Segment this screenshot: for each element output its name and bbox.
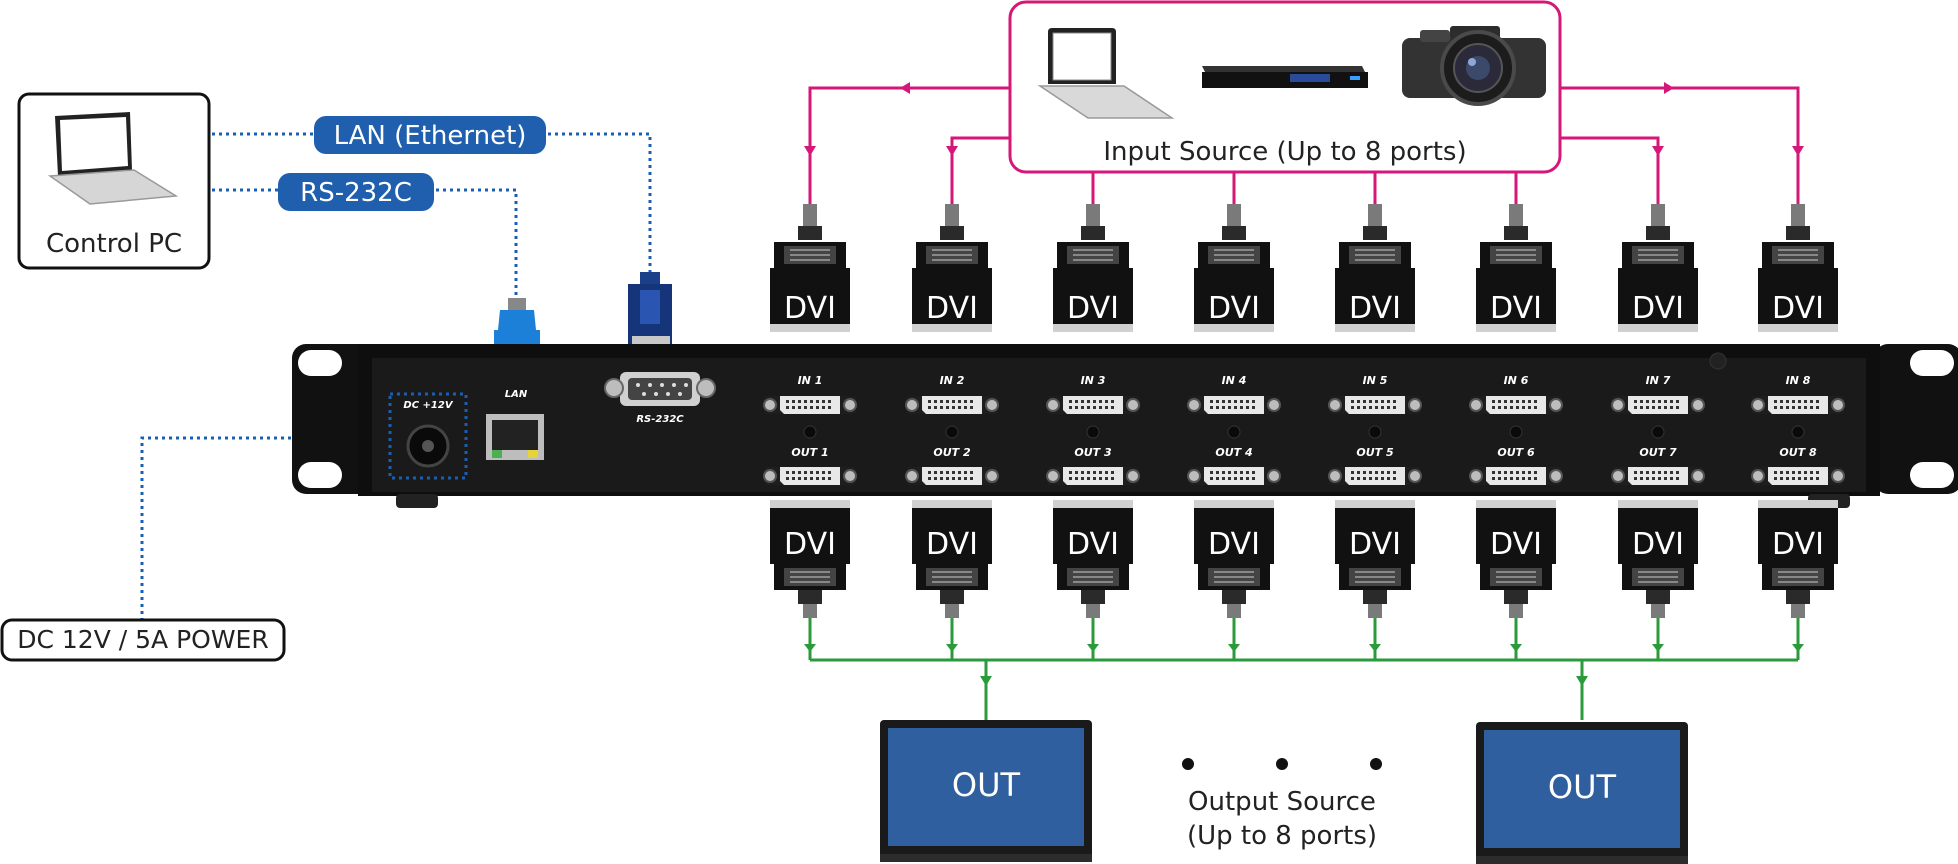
- input-dvi-connectors: DVI DVI DVI DVI DVI DVI DVI DVI: [769, 203, 1839, 333]
- out-port-label: OUT 2: [933, 446, 971, 459]
- svg-text:LAN (Ethernet): LAN (Ethernet): [334, 121, 527, 151]
- dvi-out-port: OUT 3: [1046, 446, 1140, 486]
- in-port-label: IN 3: [1081, 374, 1106, 387]
- in-port-label: IN 4: [1222, 374, 1247, 387]
- dvi-connector-label: DVI: [1632, 291, 1684, 326]
- out-port-label: OUT 7: [1639, 446, 1677, 459]
- out-port-label: OUT 1: [791, 446, 828, 459]
- dvi-input-connector: DVI: [1193, 203, 1275, 333]
- dvi-input-connector: DVI: [911, 203, 993, 333]
- control-pc-label: Control PC: [46, 229, 182, 259]
- dvi-connector-label: DVI: [784, 527, 836, 562]
- svg-text:RS-232C: RS-232C: [300, 178, 412, 208]
- laptop-icon: [1037, 28, 1175, 119]
- input-source-box: Input Source (Up to 8 ports): [1008, 0, 1562, 174]
- control-pc: Control PC: [17, 92, 211, 270]
- dvi-connector-label: DVI: [1772, 291, 1824, 326]
- dc-port-label: DC +12V: [403, 400, 453, 411]
- in-port-label: IN 7: [1646, 374, 1671, 387]
- lan-link-label: LAN (Ethernet): [314, 116, 546, 154]
- dvi-out-port: OUT 7: [1611, 446, 1705, 486]
- output-monitor-2: OUT: [1476, 722, 1688, 864]
- dvi-connector-label: DVI: [1067, 291, 1119, 326]
- rs232-plug-icon: [628, 272, 672, 346]
- dvi-connector-label: DVI: [926, 291, 978, 326]
- dvi-in-port: IN 4: [1187, 374, 1281, 439]
- dvi-connector-label: DVI: [784, 291, 836, 326]
- output-connection-lines: [804, 618, 1804, 720]
- dvi-input-connector: DVI: [769, 203, 851, 333]
- dvi-out-port: OUT 2: [905, 446, 999, 486]
- ellipsis-dots: [1182, 758, 1382, 770]
- dvi-out-port: OUT 8: [1751, 446, 1845, 486]
- dvi-input-connector: DVI: [1757, 203, 1839, 333]
- dvi-input-connector: DVI: [1052, 203, 1134, 333]
- output-dvi-connectors: DVI DVI DVI DVI DVI DVI DVI DVI: [769, 499, 1839, 619]
- dvi-connector-label: DVI: [926, 527, 978, 562]
- dvi-out-port: OUT 6: [1469, 446, 1563, 486]
- dvi-output-connector: DVI: [1757, 499, 1839, 619]
- dvi-output-connector: DVI: [1617, 499, 1699, 619]
- laptop-icon: [47, 112, 179, 205]
- dvi-output-connector: DVI: [1334, 499, 1416, 619]
- dvi-connector-label: DVI: [1632, 527, 1684, 562]
- dvi-in-port: IN 7: [1611, 374, 1705, 439]
- out-port-label: OUT 8: [1779, 446, 1817, 459]
- in-port-label: IN 1: [798, 374, 823, 387]
- dvi-connector-label: DVI: [1208, 291, 1260, 326]
- matrix-switcher-device: DC +12V LAN RS-232C IN 1 OUT 1 IN 2 OUT 2 IN…: [292, 344, 1958, 508]
- dvi-connector-label: DVI: [1490, 291, 1542, 326]
- camera-icon: [1402, 26, 1546, 106]
- dvi-out-port: OUT 1: [763, 446, 857, 486]
- media-player-icon: [1202, 66, 1368, 88]
- lan-port-label: LAN: [505, 389, 528, 400]
- in-port-label: IN 6: [1504, 374, 1529, 387]
- output-monitor-1: OUT: [880, 720, 1092, 862]
- dvi-input-connector: DVI: [1475, 203, 1557, 333]
- output-caption-line1: Output Source: [1188, 787, 1376, 817]
- dvi-out-port: OUT 4: [1187, 446, 1281, 486]
- dvi-output-connector: DVI: [1052, 499, 1134, 619]
- dvi-in-port: IN 1: [763, 374, 857, 439]
- dvi-output-connector: DVI: [1475, 499, 1557, 619]
- dvi-connector-label: DVI: [1208, 527, 1260, 562]
- dvi-connector-label: DVI: [1772, 527, 1824, 562]
- in-port-label: IN 8: [1786, 374, 1811, 387]
- dvi-in-port: IN 8: [1751, 374, 1845, 439]
- dvi-output-connector: DVI: [911, 499, 993, 619]
- dvi-connector-label: DVI: [1349, 527, 1401, 562]
- dvi-out-port: OUT 5: [1328, 446, 1422, 486]
- dvi-input-connector: DVI: [1334, 203, 1416, 333]
- out-port-label: OUT 6: [1497, 446, 1535, 459]
- dvi-input-connector: DVI: [1617, 203, 1699, 333]
- dvi-in-port: IN 5: [1328, 374, 1422, 439]
- monitor-label: OUT: [1548, 768, 1617, 806]
- dvi-in-port: IN 3: [1046, 374, 1140, 439]
- power-label-box: DC 12V / 5A POWER: [0, 618, 286, 662]
- dvi-connector-label: DVI: [1067, 527, 1119, 562]
- dvi-output-connector: DVI: [1193, 499, 1275, 619]
- dvi-connector-label: DVI: [1349, 291, 1401, 326]
- dvi-in-port: IN 2: [905, 374, 999, 439]
- rs232-port-label: RS-232C: [636, 414, 684, 425]
- output-caption-line2: (Up to 8 ports): [1187, 821, 1377, 851]
- dvi-in-port: IN 6: [1469, 374, 1563, 439]
- in-port-label: IN 5: [1363, 374, 1388, 387]
- monitor-label: OUT: [952, 766, 1021, 804]
- power-label: DC 12V / 5A POWER: [17, 625, 268, 654]
- input-source-label: Input Source (Up to 8 ports): [1103, 137, 1466, 167]
- dvi-connector-label: DVI: [1490, 527, 1542, 562]
- dvi-output-connector: DVI: [769, 499, 851, 619]
- out-port-label: OUT 3: [1074, 446, 1112, 459]
- rs232-link-label: RS-232C: [278, 173, 434, 211]
- in-port-label: IN 2: [940, 374, 965, 387]
- out-port-label: OUT 5: [1356, 446, 1394, 459]
- out-port-label: OUT 4: [1215, 446, 1252, 459]
